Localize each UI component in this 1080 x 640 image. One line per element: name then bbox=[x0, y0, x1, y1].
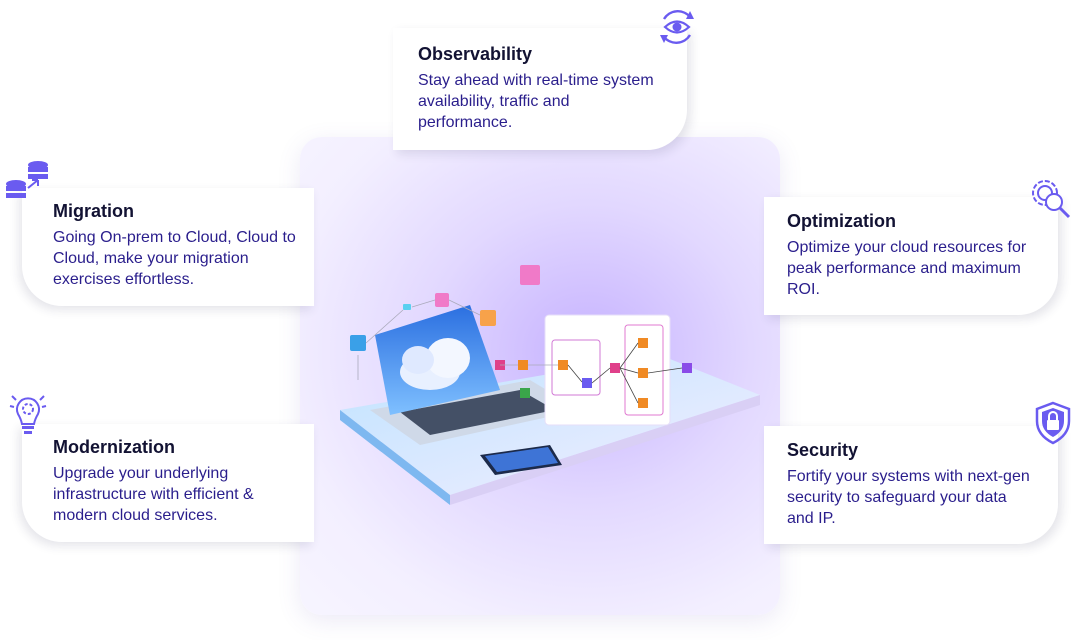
migration-title: Migration bbox=[53, 201, 134, 221]
cloud-laptop-illustration bbox=[340, 265, 760, 505]
migration-description: Going On-prem to Cloud, Cloud to Cloud, … bbox=[53, 229, 296, 288]
optimization-title: Optimization bbox=[787, 211, 896, 231]
observability-description: Stay ahead with real-time system availab… bbox=[418, 72, 654, 131]
security-card bbox=[764, 426, 1058, 544]
optimization-description: Optimize your cloud resources for peak p… bbox=[787, 239, 1027, 298]
observability-card bbox=[393, 28, 687, 150]
database-transfer-icon bbox=[6, 161, 48, 198]
eye-refresh-icon bbox=[660, 10, 694, 44]
observability-title: Observability bbox=[418, 44, 533, 64]
cloud-icon bbox=[400, 338, 470, 390]
modernization-description: Upgrade your underlying infrastructure w… bbox=[53, 465, 254, 524]
shield-lock-icon bbox=[1035, 401, 1071, 445]
optimization-card bbox=[764, 197, 1058, 315]
gear-search-icon bbox=[1032, 180, 1071, 219]
migration-card bbox=[22, 188, 314, 306]
modernization-card bbox=[22, 424, 314, 542]
lightbulb-gear-icon bbox=[9, 395, 47, 434]
security-description: Fortify your systems with next-gen secur… bbox=[787, 468, 1030, 527]
modernization-title: Modernization bbox=[53, 437, 175, 457]
security-title: Security bbox=[787, 440, 859, 460]
